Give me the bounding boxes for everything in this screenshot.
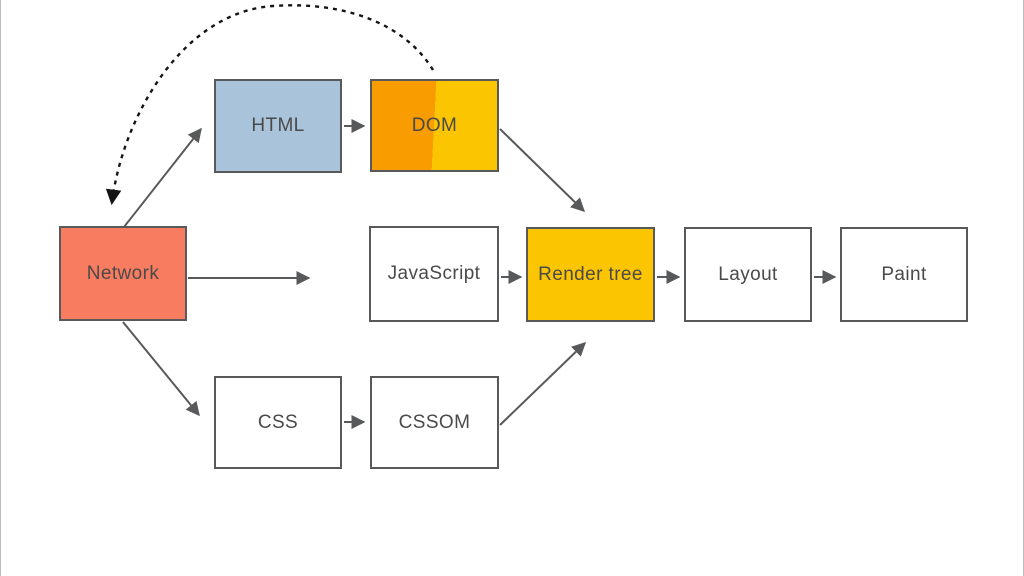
node-network: Network [59, 226, 187, 321]
node-paint: Paint [840, 227, 968, 322]
arrow-network-html [123, 127, 202, 228]
node-dom-label: DOM [411, 114, 458, 136]
node-layout: Layout [684, 227, 812, 322]
node-layout-label: Layout [718, 263, 778, 285]
node-css-label: CSS [257, 411, 299, 433]
arrow-network-css [122, 321, 200, 417]
node-render-tree-label: Render tree [538, 263, 643, 285]
node-html: HTML [214, 79, 342, 173]
node-paint-label: Paint [881, 263, 927, 285]
node-dom: DOM [370, 79, 499, 172]
node-javascript: JavaScript [369, 226, 499, 322]
node-css: CSS [214, 376, 342, 469]
arrow-dom-rendertree [499, 128, 586, 212]
node-network-label: Network [86, 262, 160, 284]
node-cssom-label: CSSOM [398, 411, 471, 433]
node-javascript-label: JavaScript [387, 263, 481, 284]
node-render-tree: Render tree [526, 227, 655, 322]
node-html-label: HTML [251, 115, 305, 136]
arrow-cssom-rendertree [499, 342, 587, 426]
node-cssom: CSSOM [370, 376, 499, 469]
